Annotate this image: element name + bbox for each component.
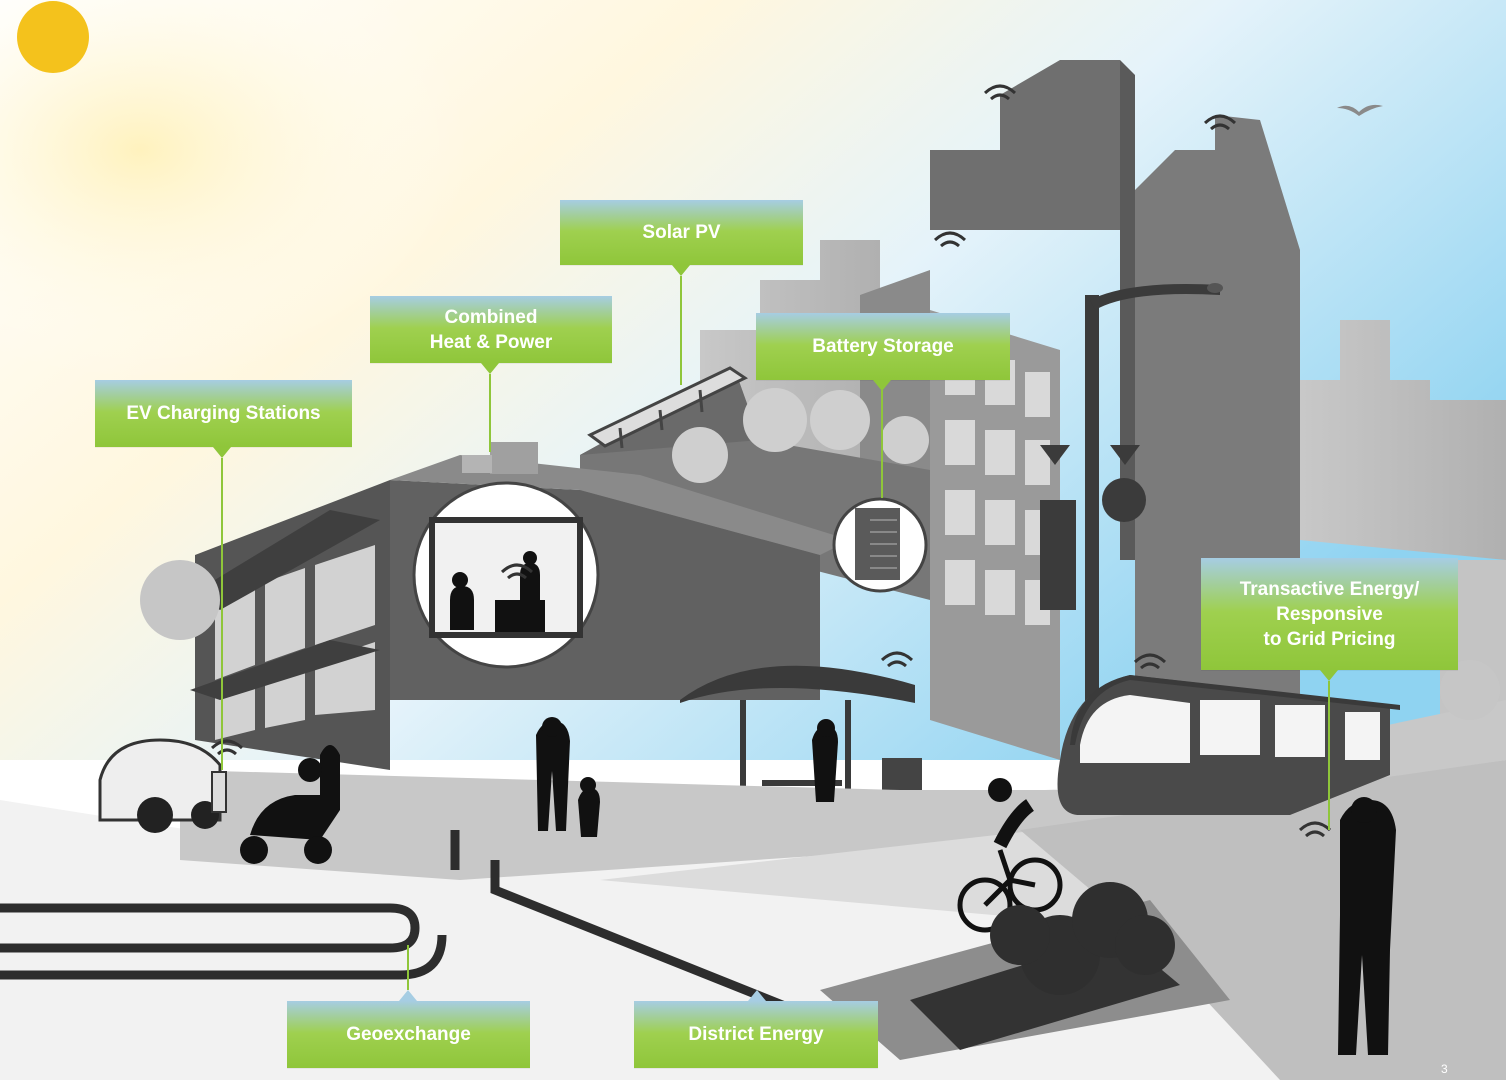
battery-storage-pointer (873, 380, 891, 391)
solar-pv-pointer (672, 265, 690, 276)
combined-heat-power-label: Combined Heat & Power (429, 306, 553, 353)
person-silhouette-icon (450, 586, 474, 630)
underground-pipes (0, 830, 822, 1025)
ev-car-icon (98, 738, 222, 833)
tree-icon (990, 882, 1175, 995)
ev-charging-stations-callout: EV Charging Stations (95, 380, 352, 447)
mid-rise-building (930, 310, 1060, 760)
geoexchange-label: Geoexchange (346, 1024, 471, 1045)
solar-pv-label: Solar PV (642, 222, 721, 243)
transactive-energy-label: Transactive Energy/ Responsive to Grid P… (1239, 578, 1420, 650)
battery-storage-callout: Battery Storage (756, 313, 1010, 380)
ev-charging-stations-label: EV Charging Stations (126, 403, 321, 424)
scooter-icon (240, 745, 340, 864)
combined-heat-power-callout: Combined Heat & Power (370, 296, 612, 363)
main-building (190, 442, 850, 770)
sun-glow (0, 0, 470, 380)
battery-storage-label: Battery Storage (812, 336, 954, 357)
wifi-signal-icon (210, 84, 1332, 838)
bird-icon (1337, 104, 1383, 116)
combined-heat-power-pointer (481, 363, 499, 374)
bus-shelter (680, 665, 915, 815)
transactive-energy-callout: Transactive Energy/ Responsive to Grid P… (1201, 558, 1458, 670)
rooftop-garden-building (580, 366, 930, 600)
battery-icon (832, 497, 928, 593)
geoexchange-pointer (399, 990, 417, 1001)
person-silhouette-icon (536, 717, 1396, 1055)
page-number: 3 (1441, 1062, 1448, 1076)
solar-pv-callout: Solar PV (560, 200, 803, 265)
ev-charging-stations-pointer (213, 447, 231, 458)
street-lamp (1040, 283, 1223, 815)
cyclist-icon (957, 799, 1063, 933)
solar-panel-array (587, 366, 749, 449)
district-energy-callout: District Energy (634, 1001, 878, 1068)
district-energy-label: District Energy (688, 1024, 824, 1045)
cutaway-interior (412, 481, 600, 669)
tree-icon (140, 560, 1500, 720)
geoexchange-callout: Geoexchange (287, 1001, 530, 1068)
tree-icon (672, 388, 929, 483)
transactive-energy-pointer (1320, 670, 1338, 681)
chp-unit (490, 442, 538, 474)
charging-station-icon (211, 771, 227, 813)
sun-icon (17, 1, 89, 73)
bus-icon (1057, 675, 1400, 815)
district-energy-pointer (748, 990, 766, 1001)
